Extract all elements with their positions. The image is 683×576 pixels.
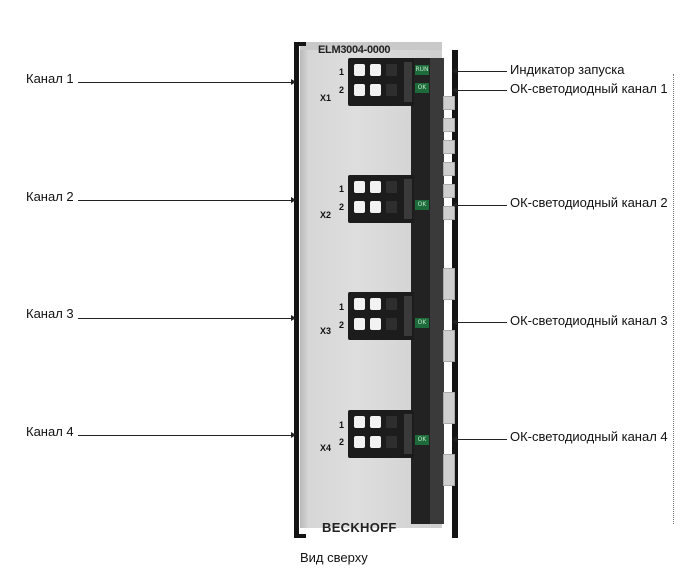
wire-entry: [370, 436, 381, 448]
wire-entry: [370, 318, 381, 330]
connector-x1-label: X1: [320, 93, 332, 103]
pin-2-label: 2: [339, 202, 345, 212]
release-slot: [386, 416, 397, 428]
release-slot: [386, 318, 397, 330]
wire-entry: [354, 318, 365, 330]
plug-latch: [404, 296, 412, 336]
ok-led-2-label: ОК-светодиодный канал 2: [510, 195, 668, 210]
wire-entry: [370, 181, 381, 193]
side-tab: [443, 118, 455, 132]
ok-led-channel-2: OK: [415, 200, 429, 210]
arrow-icon: [291, 79, 296, 85]
wire-entry: [370, 84, 381, 96]
ok-led-2-leader: [457, 205, 507, 206]
plug-latch: [404, 179, 412, 219]
pin-2-label: 2: [339, 320, 345, 330]
view-caption: Вид сверху: [300, 550, 368, 565]
release-slot: [386, 201, 397, 213]
arrow-icon: [291, 432, 296, 438]
wire-entry: [354, 84, 365, 96]
connector-x3-plug[interactable]: [348, 292, 414, 340]
channel-2-label: Канал 2: [26, 189, 74, 204]
side-tab: [443, 162, 455, 176]
arrow-icon: [452, 68, 457, 74]
connector-x1-plug[interactable]: [348, 58, 414, 106]
run-indicator-label: Индикатор запуска: [510, 62, 625, 77]
channel-3-label: Канал 3: [26, 306, 74, 321]
pin-2-label: 2: [339, 437, 345, 447]
ok-led-3-label: ОК-светодиодный канал 3: [510, 313, 668, 328]
wire-entry: [354, 201, 365, 213]
left-rail: [294, 42, 299, 538]
pin-1-label: 1: [339, 420, 345, 430]
release-slot: [386, 298, 397, 310]
ok-led-channel-4: OK: [415, 435, 429, 445]
side-tab: [443, 454, 455, 486]
plug-latch: [404, 414, 412, 454]
left-rail-top-hook: [294, 42, 306, 46]
side-tab: [443, 184, 455, 198]
pin-2-label: 2: [339, 85, 345, 95]
left-rail-bottom-hook: [294, 534, 306, 538]
release-slot: [386, 181, 397, 193]
connector-x4-plug[interactable]: [348, 410, 414, 458]
side-tab: [443, 392, 455, 424]
channel-4-label: Канал 4: [26, 424, 74, 439]
channel-4-leader: [78, 435, 292, 436]
ok-led-1-leader: [457, 90, 507, 91]
arrow-icon: [291, 315, 296, 321]
ok-led-channel-1: OK: [415, 83, 429, 93]
ok-led-4-label: ОК-светодиодный канал 4: [510, 429, 668, 444]
arrow-icon: [452, 87, 457, 93]
connector-x2-label: X2: [320, 210, 332, 220]
arrow-icon: [452, 436, 457, 442]
connector-x2-plug[interactable]: [348, 175, 414, 223]
wire-entry: [354, 298, 365, 310]
side-tab: [443, 140, 455, 154]
channel-1-leader: [78, 82, 292, 83]
connector-x3-label: X3: [320, 326, 332, 336]
release-slot: [386, 64, 397, 76]
ok-led-4-leader: [457, 439, 507, 440]
run-led: RUN: [415, 65, 429, 75]
ok-led-channel-3: OK: [415, 318, 429, 328]
led-strip-edge: [430, 58, 444, 524]
module-top-edge: [300, 42, 442, 52]
channel-3-leader: [78, 318, 292, 319]
dotted-guide-line: [673, 74, 674, 524]
wire-entry: [370, 64, 381, 76]
connector-x4-label: X4: [320, 443, 332, 453]
release-slot: [386, 436, 397, 448]
ok-led-1-label: ОК-светодиодный канал 1: [510, 81, 668, 96]
channel-1-label: Канал 1: [26, 71, 74, 86]
side-tab: [443, 330, 455, 362]
pin-1-label: 1: [339, 67, 345, 77]
wire-entry: [354, 436, 365, 448]
brand-logo: BECKHOFF: [322, 520, 397, 535]
arrow-icon: [452, 202, 457, 208]
wire-entry: [354, 181, 365, 193]
wire-entry: [354, 64, 365, 76]
wire-entry: [370, 201, 381, 213]
plug-latch: [404, 62, 412, 102]
ok-led-3-leader: [457, 322, 507, 323]
wire-entry: [370, 416, 381, 428]
channel-2-leader: [78, 200, 292, 201]
side-tab: [443, 206, 455, 220]
arrow-icon: [452, 319, 457, 325]
model-number: ELM3004-0000: [318, 44, 391, 56]
right-rail: [452, 50, 458, 538]
side-tab: [443, 96, 455, 110]
pin-1-label: 1: [339, 184, 345, 194]
run-led-leader: [457, 71, 507, 72]
arrow-icon: [291, 197, 296, 203]
wire-entry: [354, 416, 365, 428]
release-slot: [386, 84, 397, 96]
wire-entry: [370, 298, 381, 310]
pin-1-label: 1: [339, 302, 345, 312]
side-tab: [443, 268, 455, 300]
